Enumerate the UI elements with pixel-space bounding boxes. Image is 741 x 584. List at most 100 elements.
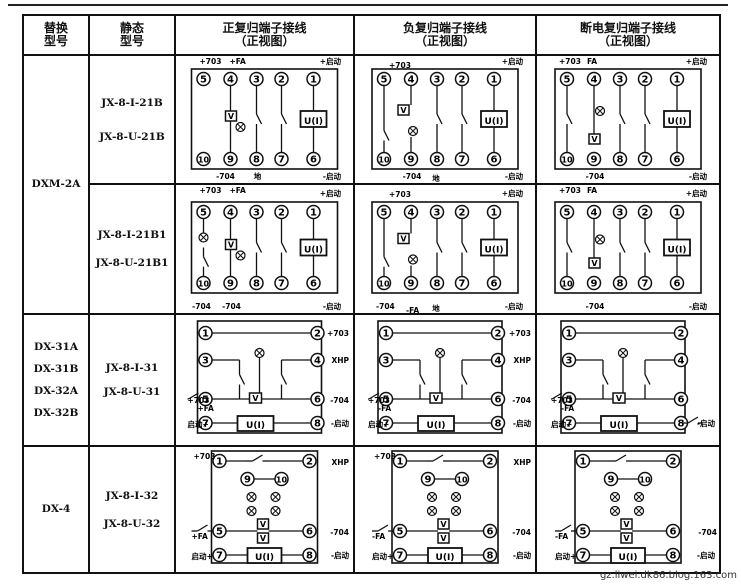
coil-box [256, 518, 270, 530]
ui-label: U(I) [485, 246, 504, 256]
terminal-number: 8 [434, 155, 441, 166]
contact [238, 374, 246, 385]
terminal-number: 1 [491, 208, 498, 219]
old-model-dx-4: DX-4 [22, 445, 90, 574]
terminal-label: -启动 [697, 418, 716, 428]
coil-label: V [228, 241, 235, 250]
terminal-8 [665, 547, 681, 563]
terminal-label: -704 [403, 172, 422, 181]
terminal-7 [212, 547, 227, 563]
terminal-label: +703 [551, 396, 573, 405]
terminal-label: XHP [331, 458, 349, 467]
terminal-6 [669, 275, 685, 291]
terminal-number: 4 [314, 356, 321, 367]
terminal-label: -704 [512, 396, 531, 405]
terminal-label: 启动+ [555, 551, 576, 561]
relay-frame [554, 68, 702, 170]
ui-label: U(I) [246, 421, 265, 431]
lamp-cross [596, 107, 604, 115]
terminal-number: 8 [678, 419, 685, 430]
terminal-number: 1 [580, 457, 587, 468]
contact [280, 113, 288, 125]
terminal-1 [669, 71, 685, 87]
terminal-number: 2 [642, 208, 649, 219]
terminal-label: -704 [222, 302, 241, 311]
terminal-2 [637, 71, 653, 87]
contact [436, 242, 443, 253]
terminal-9 [223, 275, 238, 291]
terminal-number: 1 [491, 75, 498, 86]
old-model-dxm-2a: DXM-2A [22, 54, 90, 315]
terminal-1 [561, 325, 577, 341]
terminal-label: -704 [586, 172, 605, 181]
terminal-number: 3 [434, 75, 441, 86]
coil-box [437, 518, 450, 530]
terminal-6 [490, 391, 506, 407]
terminal-2 [482, 453, 498, 469]
contact [619, 113, 626, 125]
terminal-number: 1 [202, 329, 209, 340]
terminal-8 [302, 547, 317, 563]
lamp-cross [596, 236, 604, 243]
terminal-label: -启动 [323, 171, 342, 181]
terminal-number: 8 [306, 551, 313, 562]
terminal-2 [665, 453, 681, 469]
terminal-6 [665, 523, 681, 539]
terminal-number: 10 [198, 280, 210, 289]
terminal-number: 7 [383, 419, 390, 430]
relay-frame [210, 450, 319, 564]
terminal-number: 8 [253, 279, 260, 290]
terminal-label: -704 [586, 302, 605, 311]
lamp-cross [635, 507, 643, 515]
terminal-label: +FA [230, 57, 247, 66]
lamp-cross [237, 123, 244, 131]
terminal-3 [249, 204, 264, 220]
terminal-number: 9 [227, 279, 234, 290]
terminal-7 [575, 547, 591, 563]
terminal-label: +703 [200, 57, 222, 66]
watermark: gz.liwei.dk86.blog.163.com [599, 570, 737, 581]
terminal-3 [198, 352, 213, 368]
terminal-9 [586, 151, 602, 167]
terminal-6 [302, 523, 317, 539]
terminal-number: 5 [202, 395, 209, 406]
ui-label: U(I) [427, 421, 446, 431]
terminal-number: 6 [306, 527, 313, 538]
terminal-3 [561, 352, 577, 368]
terminal-label: -启动 [689, 301, 708, 311]
terminal-4 [223, 71, 238, 87]
coil-box [397, 232, 410, 245]
terminal-6 [669, 151, 685, 167]
terminal-label: +703 [374, 452, 396, 461]
terminal-label: 地 [432, 303, 440, 313]
terminal-10 [559, 151, 575, 167]
terminal-5 [559, 204, 575, 220]
terminal-number: 5 [381, 208, 388, 219]
terminal-8 [612, 275, 628, 291]
terminal-number: 7 [580, 551, 587, 562]
terminal-1 [486, 71, 502, 87]
terminal-7 [637, 151, 653, 167]
terminal-number: 8 [314, 419, 321, 430]
terminal-number: 8 [495, 419, 502, 430]
ui-label: U(I) [668, 117, 687, 127]
terminal-number: 7 [642, 155, 649, 166]
terminal-label: +启动 [320, 188, 342, 198]
terminal-label: +703 [327, 329, 349, 338]
terminal-label: 启动+ [188, 419, 209, 429]
